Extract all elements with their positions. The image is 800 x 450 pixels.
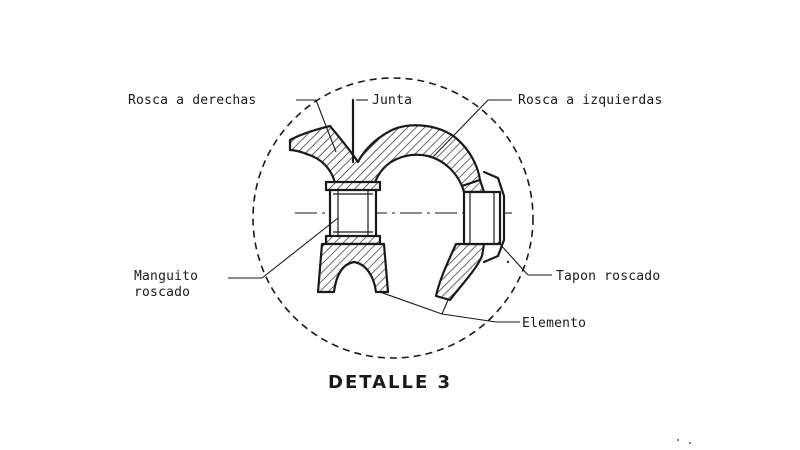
leader-sleeve-diag (261, 217, 339, 279)
label-threaded-plug: Tapon roscado (556, 269, 660, 284)
sleeve-upper-thread (324, 180, 382, 192)
upper-element-body (288, 124, 482, 190)
lower-element-right (434, 242, 486, 302)
label-element: Elemento (522, 316, 586, 331)
label-sleeve-line1: Manguito (134, 269, 198, 284)
leader-plug-diag (497, 241, 529, 276)
plug-head (482, 170, 506, 264)
leader-element-diag-c (441, 299, 449, 315)
scan-speck (506, 260, 510, 264)
lower-fork-left (316, 242, 390, 294)
leader-left-thread-diag (431, 99, 489, 159)
detail-boundary-circle (252, 77, 534, 359)
detail-title: DETALLE 3 (328, 372, 452, 393)
scan-speck (689, 442, 691, 444)
label-sleeve-line2: roscado (134, 285, 190, 300)
threaded-sleeve (328, 186, 378, 240)
sleeve-lower-thread (324, 234, 382, 246)
label-left-thread: Rosca a izquierdas (518, 93, 662, 108)
leader-element-diag-a (441, 313, 497, 323)
leader-right-thread-diag (315, 99, 337, 153)
label-joint: Junta (372, 93, 412, 108)
scan-speck (677, 439, 679, 441)
label-right-thread: Rosca a derechas (128, 93, 256, 108)
leader-element-diag-b (379, 291, 443, 315)
